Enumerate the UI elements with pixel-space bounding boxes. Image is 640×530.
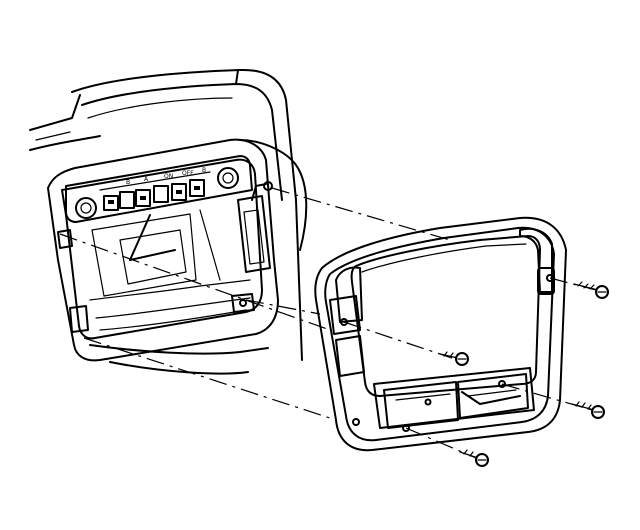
left-knob [75, 197, 97, 219]
control-label: B [202, 167, 206, 174]
control-label: B [126, 179, 130, 186]
mount-hole [402, 424, 410, 432]
switch-button [135, 189, 151, 207]
screw [573, 281, 609, 299]
right-knob [217, 167, 239, 189]
control-label: OFF [182, 170, 194, 177]
switch-button [153, 185, 169, 203]
mount-hole [340, 318, 348, 326]
mount-hole [498, 380, 506, 388]
dash-panel [29, 68, 308, 361]
mount-hole [352, 418, 360, 426]
screw [459, 449, 489, 467]
console-opening [47, 138, 279, 375]
switch-panel: B A ON OFF B [65, 155, 253, 223]
mount-hole [546, 274, 554, 282]
switch-button [103, 195, 119, 211]
control-label: A [144, 176, 149, 183]
screw [439, 351, 469, 366]
switch-button [171, 183, 187, 201]
control-label: ON [164, 173, 173, 180]
screw [571, 401, 605, 419]
switch-button [189, 179, 205, 197]
switch-button [119, 191, 135, 209]
trim-bezel [314, 216, 567, 452]
